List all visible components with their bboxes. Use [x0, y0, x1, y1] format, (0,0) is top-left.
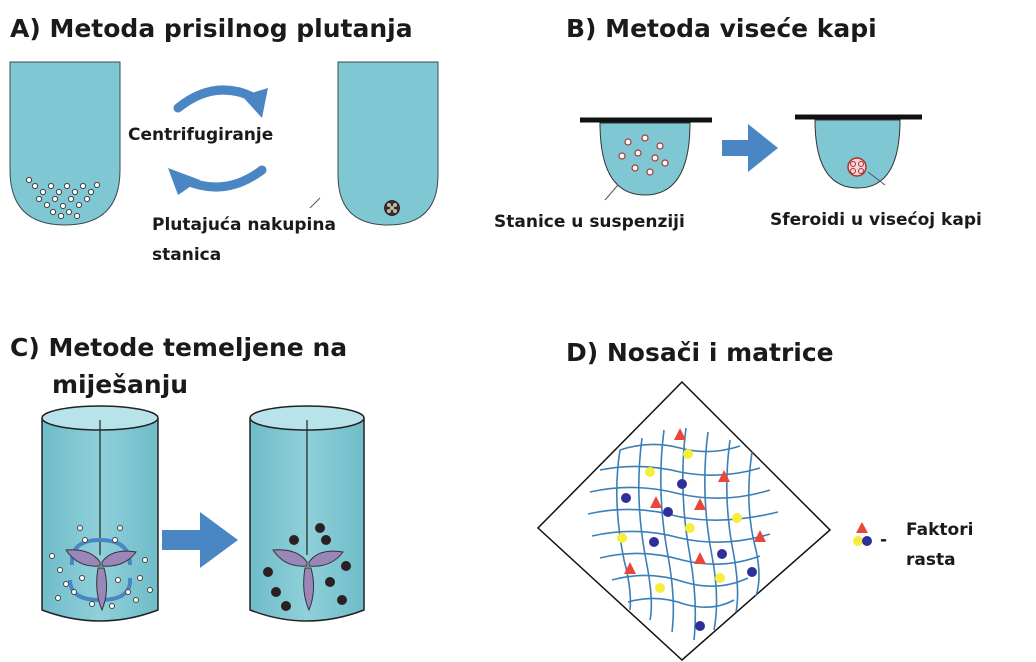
impeller-right: [272, 549, 344, 612]
panel-a-title: A) Metoda prisilnog plutanja: [10, 14, 413, 43]
legend-dash: -: [880, 530, 888, 550]
arrow-c: [162, 512, 238, 568]
aggregate-pointer: [309, 197, 321, 209]
spheroid-pointer: [867, 171, 886, 186]
tube-right: [337, 61, 439, 226]
drop-right: [814, 119, 901, 189]
floating-aggregate-label-line1: Plutajuća nakupina: [152, 215, 336, 235]
centrifuge-arrows: [168, 85, 268, 195]
panel-d-title: D) Nosači i matrice: [566, 338, 834, 367]
spheroids-stirred: [263, 523, 351, 611]
impeller-left: [65, 549, 137, 612]
panel-c-title-line1: C) Metode temeljene na: [10, 333, 348, 362]
vessel-left: [41, 405, 159, 622]
vessel-right: [249, 405, 365, 622]
floating-aggregate: [384, 200, 400, 216]
spheroids-in-hanging-drop-label: Sferoidi u visećoj kapi: [770, 210, 982, 230]
centrifugation-label: Centrifugiranje: [128, 125, 274, 145]
tube-left: [9, 61, 121, 226]
cells-stirred: [49, 525, 153, 609]
cells-scattered: [25, 176, 101, 220]
floating-aggregate-label-line2: stanica: [152, 245, 222, 265]
growth-factors-label-line2: rasta: [906, 550, 956, 570]
panel-c-title-line2: miješanju: [52, 370, 189, 399]
panel-b-title: B) Metoda viseće kapi: [566, 14, 877, 43]
growth-factors-in-matrix: [617, 428, 766, 631]
cells-in-suspension-label: Stanice u suspenziji: [494, 212, 685, 232]
suspended-cells: [618, 134, 669, 176]
growth-factors-label-line1: Faktori: [906, 520, 974, 540]
matrix-frame: [536, 380, 832, 662]
arrow-b: [722, 124, 778, 172]
scaffold-fibers: [587, 427, 779, 641]
drop-left: [599, 122, 691, 196]
suspension-pointer: [604, 184, 619, 201]
growth-factor-legend-icon: [853, 522, 872, 546]
spheroid: [847, 157, 867, 177]
